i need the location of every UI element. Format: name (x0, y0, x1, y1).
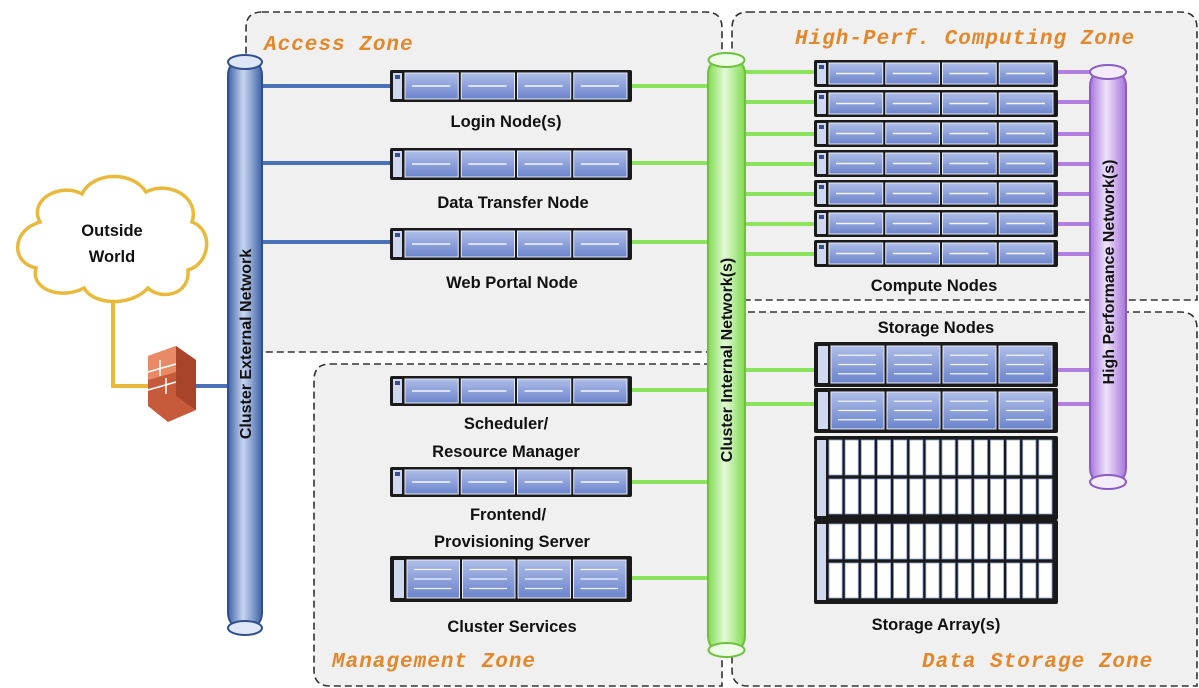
frontend-label-line1: Frontend/ (470, 506, 546, 524)
cluster-services-label: Cluster Services (447, 618, 576, 636)
outside-link (111, 288, 158, 388)
hpc-zone-label: High-Perf. Computing Zone (795, 28, 1135, 51)
storage-array-unit (814, 436, 1058, 520)
external-network-pipe: Cluster External Network (227, 54, 263, 636)
scheduler-server-icon (390, 376, 632, 406)
login-node-server-icon (390, 70, 632, 102)
internal-network-pipe: Cluster Internal Network(s) (707, 52, 746, 658)
storage-nodes-label: Storage Nodes (878, 319, 994, 337)
storage-node-server-icon (814, 388, 1058, 433)
high-perf-network-pipe: High Performance Network(s) (1089, 64, 1127, 490)
external-network-label: Cluster External Network (238, 249, 255, 439)
high-perf-network-label: High Performance Network(s) (1101, 160, 1118, 385)
compute-nodes-label: Compute Nodes (871, 277, 998, 295)
frontend-label-line2: Provisioning Server (434, 533, 590, 551)
compute-node-server-icon (814, 240, 1058, 267)
compute-node-server-icon (814, 180, 1058, 207)
storage-array-label: Storage Array(s) (872, 616, 1001, 634)
internal-links (630, 70, 816, 580)
access-zone-label: Access Zone (262, 34, 414, 57)
external-links (262, 84, 392, 244)
storage-zone-label: Data Storage Zone (922, 651, 1153, 674)
compute-node-server-icon (814, 60, 1058, 87)
data-transfer-node-label: Data Transfer Node (437, 194, 588, 212)
scheduler-label-line1: Scheduler/ (464, 415, 549, 433)
scheduler-label-line2: Resource Manager (432, 443, 580, 461)
high-perf-links (1056, 70, 1090, 406)
storage-node-server-icon (814, 342, 1058, 387)
outside-world-cloud: Outside World (16, 174, 209, 304)
servers-group (390, 60, 1058, 604)
cloud-label-line1: Outside (81, 222, 142, 240)
web-portal-node-server-icon (390, 228, 632, 260)
cluster-services-server-icon (390, 556, 632, 602)
web-portal-node-label: Web Portal Node (446, 274, 578, 292)
management-zone: Management Zone (313, 363, 723, 687)
access-zone: Access Zone (245, 11, 723, 353)
compute-node-server-icon (814, 150, 1058, 177)
frontend-server-icon (390, 467, 632, 497)
firewall-icon (147, 346, 196, 422)
data-transfer-node-server-icon (390, 148, 632, 180)
compute-node-server-icon (814, 90, 1058, 117)
compute-node-server-icon (814, 210, 1058, 237)
compute-node-server-icon (814, 120, 1058, 147)
internal-network-label: Cluster Internal Network(s) (719, 258, 736, 462)
cloud-label-line2: World (89, 248, 135, 266)
management-zone-label: Management Zone (331, 651, 536, 674)
storage-array-unit (814, 520, 1058, 604)
login-node-label: Login Node(s) (451, 113, 562, 131)
